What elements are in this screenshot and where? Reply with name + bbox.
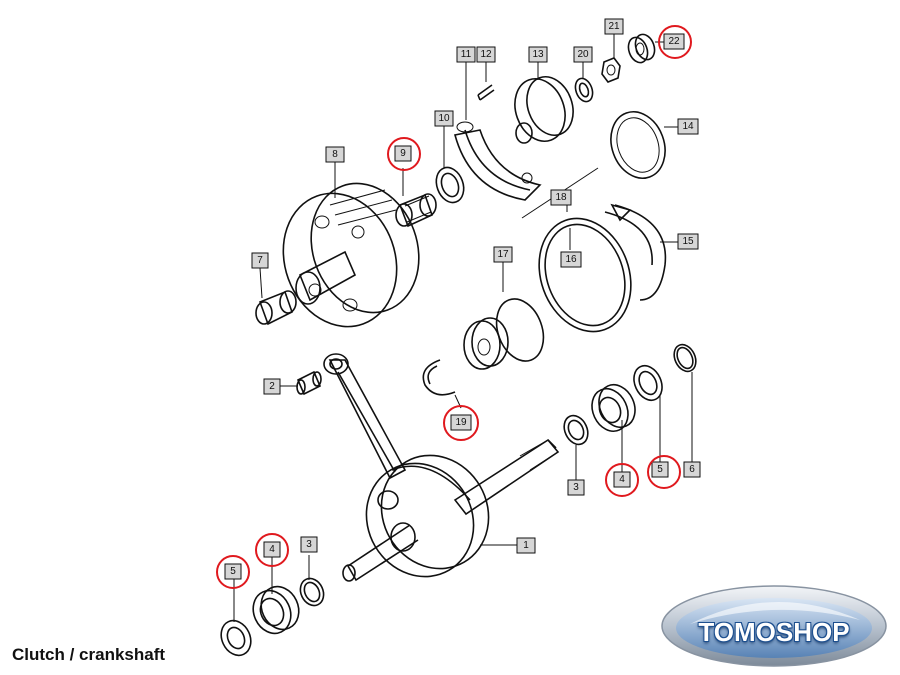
clutch-shoes: [454, 84, 542, 201]
label-19: 19: [450, 414, 472, 431]
svg-text:18: 18: [555, 192, 567, 203]
logo-swoosh: [690, 601, 860, 624]
label-9: 9: [394, 145, 412, 162]
ring-right: [673, 343, 697, 373]
logo-wordmark: TOMOSHOP: [698, 617, 850, 647]
svg-text:13: 13: [532, 49, 544, 60]
lock-washer-14: [610, 111, 666, 179]
svg-text:10: 10: [438, 113, 450, 124]
label-6: 6: [683, 461, 701, 478]
label-14: 14: [677, 118, 699, 135]
label-21: 21: [604, 18, 624, 35]
svg-text:7: 7: [257, 255, 263, 266]
label-17: 17: [493, 246, 513, 263]
washer-20: [574, 77, 594, 103]
shim-left: [299, 577, 325, 607]
label-3-left: 3: [300, 536, 318, 553]
part-labels: 1 2 3 3 4 4 5 5 6 7 8 9 10 11 12 13 14 1…: [224, 18, 701, 580]
svg-text:20: 20: [577, 49, 589, 60]
label-13: 13: [528, 46, 548, 63]
svg-text:21: 21: [608, 21, 620, 32]
svg-text:4: 4: [269, 544, 275, 555]
svg-text:12: 12: [480, 49, 492, 60]
clutch-bell: [282, 182, 420, 328]
svg-text:3: 3: [306, 539, 312, 550]
bearing-right: [591, 384, 636, 432]
nut-21: [601, 57, 621, 83]
svg-text:17: 17: [497, 249, 509, 260]
label-20: 20: [573, 46, 593, 63]
diagram-caption: Clutch / crankshaft: [12, 645, 166, 664]
circlip-19: [422, 359, 456, 396]
svg-text:11: 11: [461, 49, 472, 60]
highlight-5-left: [216, 555, 250, 589]
label-22: 22: [663, 33, 685, 50]
highlight-19: [443, 405, 479, 441]
svg-text:4: 4: [619, 474, 625, 485]
svg-text:3: 3: [573, 482, 579, 493]
svg-text:8: 8: [332, 149, 338, 160]
svg-text:5: 5: [657, 464, 663, 475]
label-12: 12: [476, 46, 496, 63]
label-2: 2: [263, 378, 281, 395]
bearing-left: [252, 585, 300, 635]
label-15: 15: [677, 233, 699, 250]
label-4-right: 4: [613, 471, 631, 488]
label-3-right: 3: [567, 479, 585, 496]
needle-bearing-9: [395, 193, 437, 228]
svg-text:14: 14: [682, 121, 694, 132]
svg-text:6: 6: [689, 464, 695, 475]
highlight-4-left: [255, 533, 289, 567]
svg-text:15: 15: [682, 236, 694, 247]
svg-text:19: 19: [455, 417, 467, 428]
label-18: 18: [550, 189, 572, 206]
ring-gear-16: [538, 217, 632, 333]
seal-right: [633, 364, 663, 402]
label-7: 7: [251, 252, 269, 269]
label-11: 11: [456, 46, 476, 63]
svg-text:16: 16: [565, 254, 577, 265]
label-5-right: 5: [651, 461, 669, 478]
label-8: 8: [325, 146, 345, 163]
drive-gear-17: [463, 298, 545, 370]
needle-bearing-2: [296, 370, 322, 396]
svg-text:22: 22: [668, 36, 680, 47]
label-4-left: 4: [263, 541, 281, 558]
bearing-22: [627, 33, 656, 64]
svg-text:1: 1: [523, 540, 529, 551]
svg-text:9: 9: [400, 148, 406, 159]
tomoshop-logo: [661, 585, 887, 667]
label-16: 16: [560, 251, 582, 268]
leader-lines: [233, 34, 693, 622]
label-1: 1: [516, 537, 536, 554]
highlight-5-right: [647, 455, 681, 489]
svg-text:5: 5: [230, 566, 236, 577]
cover-15: [604, 203, 667, 301]
highlight-9: [387, 137, 421, 171]
clutch-hub: [514, 76, 574, 144]
highlight-circles: [216, 25, 692, 589]
highlight-4-right: [605, 463, 639, 497]
svg-text:2: 2: [269, 381, 275, 392]
washer-10: [435, 166, 465, 204]
label-10: 10: [434, 110, 454, 127]
shim-right: [563, 414, 589, 446]
crankshaft: [323, 353, 560, 582]
highlight-22: [658, 25, 692, 59]
label-5-left: 5: [224, 563, 242, 580]
seal-left: [220, 619, 252, 657]
bushing-7: [255, 290, 297, 326]
